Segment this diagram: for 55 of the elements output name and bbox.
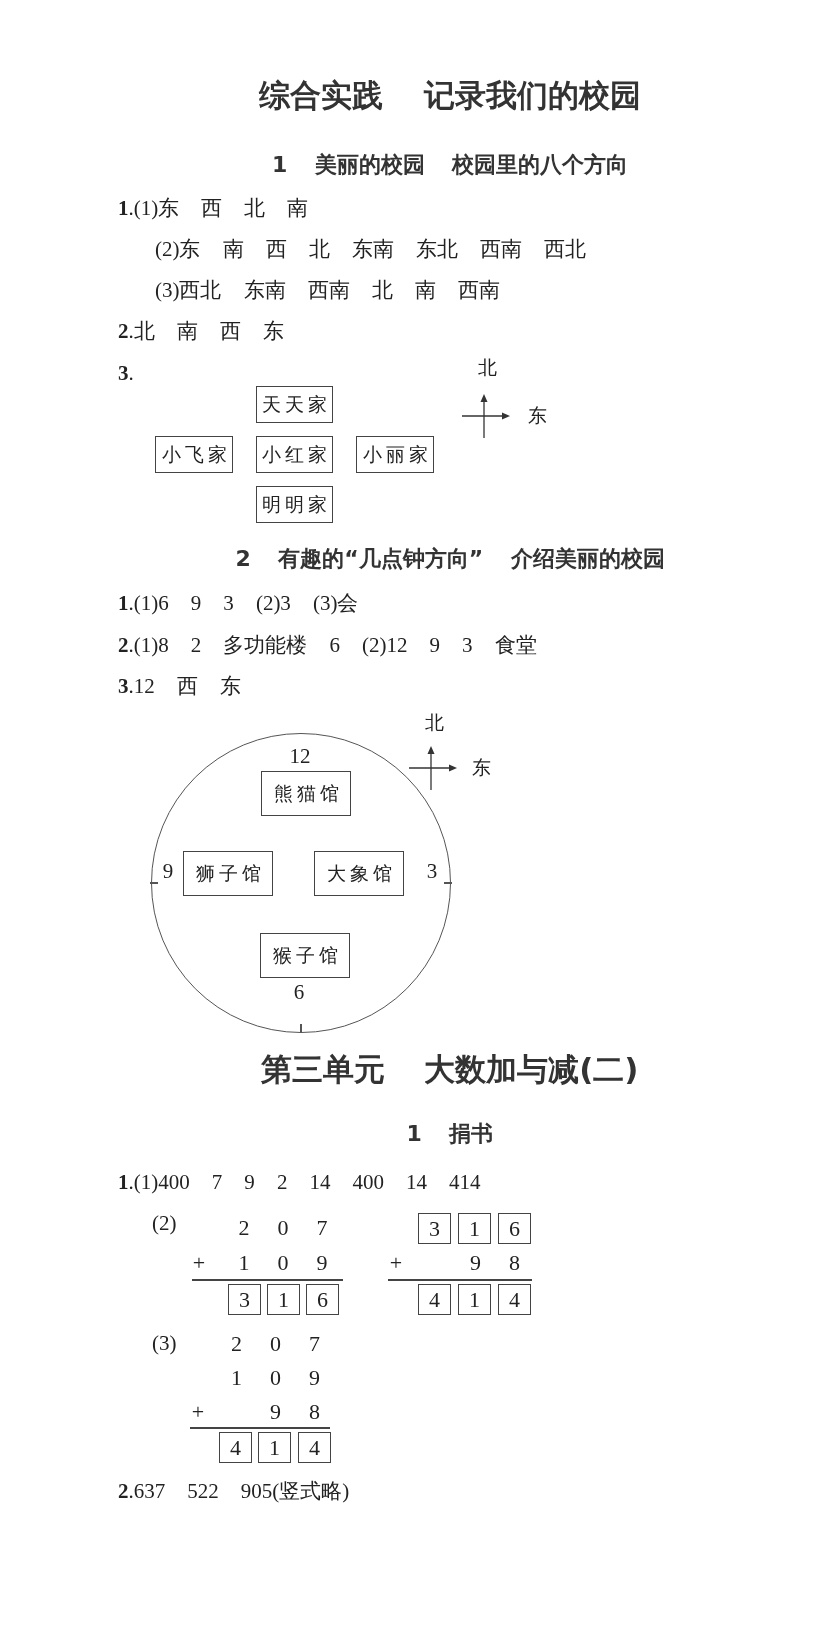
- digit-box: 4: [418, 1284, 451, 1315]
- digit-row: 2 0 7: [238, 1214, 328, 1242]
- digit-row: 9 8: [270, 1398, 320, 1426]
- digit-row: 1 0 9: [238, 1249, 328, 1277]
- answer-line: 2.(1)8 2 多功能楼 6 (2)12 9 3 食堂: [118, 633, 537, 659]
- answer-line: 1.(1)6 9 3 (2)3 (3)会: [118, 591, 359, 617]
- name-box: 狮子馆: [183, 851, 273, 896]
- direction-label: 北: [424, 711, 444, 735]
- plus-sign: +: [192, 1249, 206, 1277]
- digit-row: 9 8: [470, 1249, 520, 1277]
- section-heading: 2 有趣的“几点钟方向” 介绍美丽的校园: [235, 545, 665, 573]
- answer-line: 3.12 西 东: [118, 674, 241, 700]
- direction-label: 东: [527, 404, 547, 428]
- question-number: (3): [152, 1331, 177, 1357]
- digit-box: 1: [458, 1213, 491, 1244]
- question-number: 3.: [118, 361, 134, 387]
- digit-box: 3: [228, 1284, 261, 1315]
- page-title: 综合实践 记录我们的校园: [258, 76, 642, 115]
- answer-line: 2.北 南 西 东: [118, 319, 284, 345]
- answer-line: 1.(1)东 西 北 南: [118, 196, 309, 222]
- direction-label: 北: [477, 356, 497, 380]
- name-box: 小飞家: [155, 436, 233, 473]
- digit-row: 2 0 7: [231, 1330, 320, 1358]
- clock-number: 6: [293, 981, 305, 1003]
- name-box: 天天家: [256, 386, 333, 423]
- name-box: 小丽家: [356, 436, 434, 473]
- clock-number: 9: [162, 860, 174, 882]
- plus-sign: +: [191, 1398, 205, 1426]
- digit-box: 1: [267, 1284, 300, 1315]
- name-box: 明明家: [256, 486, 333, 523]
- digit-box: 1: [258, 1432, 291, 1463]
- name-box: 大象馆: [314, 851, 404, 896]
- clock-number: 12: [289, 745, 311, 767]
- digit-box: 6: [306, 1284, 339, 1315]
- section-heading: 1 美丽的校园 校园里的八个方向: [271, 151, 629, 179]
- clock-number: 3: [426, 860, 438, 882]
- digit-row: 1 0 9: [231, 1364, 320, 1392]
- digit-box: 3: [418, 1213, 451, 1244]
- direction-label: 东: [471, 756, 491, 780]
- question-number: (2): [152, 1211, 177, 1237]
- answer-line: (3)西北 东南 西南 北 南 西南: [155, 278, 500, 304]
- plus-sign: +: [389, 1249, 403, 1277]
- digit-box: 4: [498, 1284, 531, 1315]
- answer-line: 2.637 522 905(竖式略): [118, 1479, 350, 1505]
- answer-line: (2)东 南 西 北 东南 东北 西南 西北: [155, 237, 586, 263]
- digit-box: 6: [498, 1213, 531, 1244]
- digit-box: 1: [458, 1284, 491, 1315]
- name-box: 猴子馆: [260, 933, 350, 978]
- name-box: 熊猫馆: [261, 771, 351, 816]
- digit-box: 4: [219, 1432, 252, 1463]
- section-heading: 1 捐书: [406, 1120, 494, 1148]
- unit-title: 第三单元 大数加与减(二): [261, 1051, 639, 1089]
- answer-line: 1.(1)400 7 9 2 14 400 14 414: [118, 1170, 481, 1196]
- name-box: 小红家: [256, 436, 333, 473]
- digit-box: 4: [298, 1432, 331, 1463]
